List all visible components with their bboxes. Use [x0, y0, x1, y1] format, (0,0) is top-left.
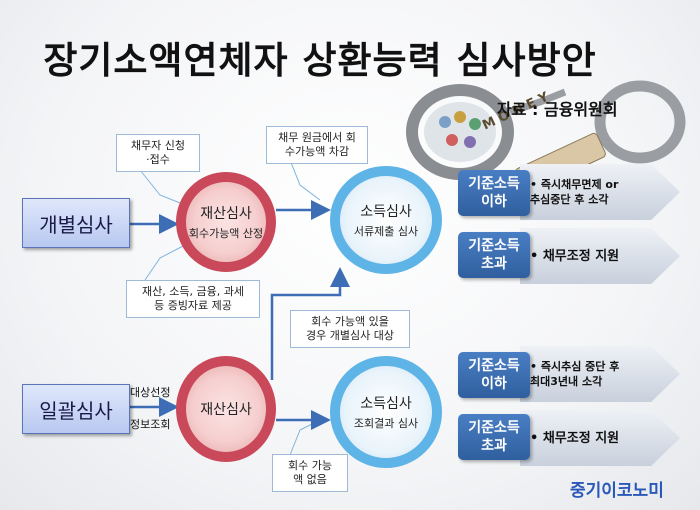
label-info-check: 정보조회 — [130, 418, 171, 431]
outcome-arrow-3: • 즉시추심 중단 후 최대3년내 소각 — [520, 346, 680, 402]
circle-sub-text: 조회결과 심사 — [353, 417, 419, 430]
cond-line: 기준소득 — [468, 176, 520, 192]
outcome-arrow-2: • 채무조정 지원 — [520, 228, 680, 284]
result-line: • 즉시추심 중단 후 — [530, 360, 620, 373]
label-target-select: 대상선정 — [130, 386, 171, 399]
note-submit-docs: 재산, 소득, 금융, 과세 등 증빙자료 제공 — [126, 280, 260, 318]
coins-icon — [439, 111, 481, 148]
condition-box-1: 기준소득 이하 — [458, 170, 530, 216]
outcome-arrow-4: • 채무조정 지원 — [520, 410, 680, 466]
individual-review-box: 개별심사 — [22, 198, 130, 248]
note-no-recoverable: 회수 가능 액 없음 — [272, 454, 348, 492]
note-line: 액 없음 — [293, 473, 327, 486]
condition-box-2: 기준소득 초과 — [458, 232, 530, 278]
note-debtor-apply: 채무자 신청 ·접수 — [116, 134, 200, 172]
outcome-result-1: • 즉시채무면제 or 추심중단 후 소각 — [520, 177, 618, 207]
cond-line: 이하 — [481, 376, 507, 392]
note-line: 수가능액 차감 — [284, 145, 350, 158]
outcome-result-4: • 채무조정 지원 — [520, 431, 619, 446]
income-review-circle-1: 소득심사 서류제출 심사 — [330, 166, 442, 274]
circle-sub-text: 서류제출 심사 — [353, 225, 419, 238]
note-line: 채무 원금에서 회 — [278, 131, 356, 144]
cond-line: 이하 — [481, 194, 507, 210]
circle-main-text: 소득심사 — [360, 204, 412, 220]
cond-line: 기준소득 — [468, 238, 520, 254]
asset-review-circle-2: 재산심사 — [176, 356, 276, 462]
circle-main-text: 소득심사 — [360, 396, 412, 412]
publisher-logo: 중기이코노미 — [570, 481, 664, 501]
circle-main-text: 재산심사 — [200, 402, 252, 418]
result-line: 최대3년내 소각 — [530, 375, 603, 388]
circle-sub-text: 회수가능액 산정 — [188, 227, 264, 240]
result-line: 추심중단 후 소각 — [530, 193, 609, 206]
outcome-result-3: • 즉시추심 중단 후 최대3년내 소각 — [520, 359, 619, 389]
cond-line: 기준소득 — [468, 420, 520, 436]
batch-review-box: 일괄심사 — [22, 384, 130, 434]
condition-box-3: 기준소득 이하 — [458, 352, 530, 398]
result-line: • 즉시채무면제 or — [530, 178, 619, 191]
cond-line: 초과 — [481, 438, 507, 454]
circle-main-text: 재산심사 — [200, 206, 252, 222]
note-line: 회수 가능 — [288, 459, 332, 472]
note-line: 재산, 소득, 금융, 과세 — [142, 285, 244, 298]
page-title: 장기소액연체자 상환능력 심사방안 — [43, 39, 597, 82]
income-review-circle-2: 소득심사 조회결과 심사 — [330, 356, 442, 468]
cond-line: 초과 — [481, 256, 507, 272]
note-if-recoverable: 회수 가능액 있을 경우 개별심사 대상 — [290, 310, 410, 348]
note-line: 채무자 신청 — [130, 139, 186, 152]
source-label: 자료 : 금융위원회 — [497, 100, 618, 119]
note-deduct: 채무 원금에서 회 수가능액 차감 — [266, 126, 368, 164]
outcome-result-2: • 채무조정 지원 — [520, 249, 619, 264]
flow-arrows — [128, 200, 350, 430]
cond-line: 기준소득 — [468, 358, 520, 374]
note-line: 등 증빙자료 제공 — [154, 299, 232, 312]
result-line: • 채무조정 지원 — [530, 430, 620, 446]
note-line: 회수 가능액 있을 — [311, 315, 389, 328]
result-line: • 채무조정 지원 — [530, 248, 620, 264]
condition-box-4: 기준소득 초과 — [458, 414, 530, 460]
outcome-arrow-1: • 즉시채무면제 or 추심중단 후 소각 — [520, 164, 680, 220]
asset-review-circle-1: 재산심사 회수가능액 산정 — [176, 172, 276, 272]
note-line: ·접수 — [146, 153, 170, 166]
note-line: 경우 개별심사 대상 — [306, 329, 394, 342]
